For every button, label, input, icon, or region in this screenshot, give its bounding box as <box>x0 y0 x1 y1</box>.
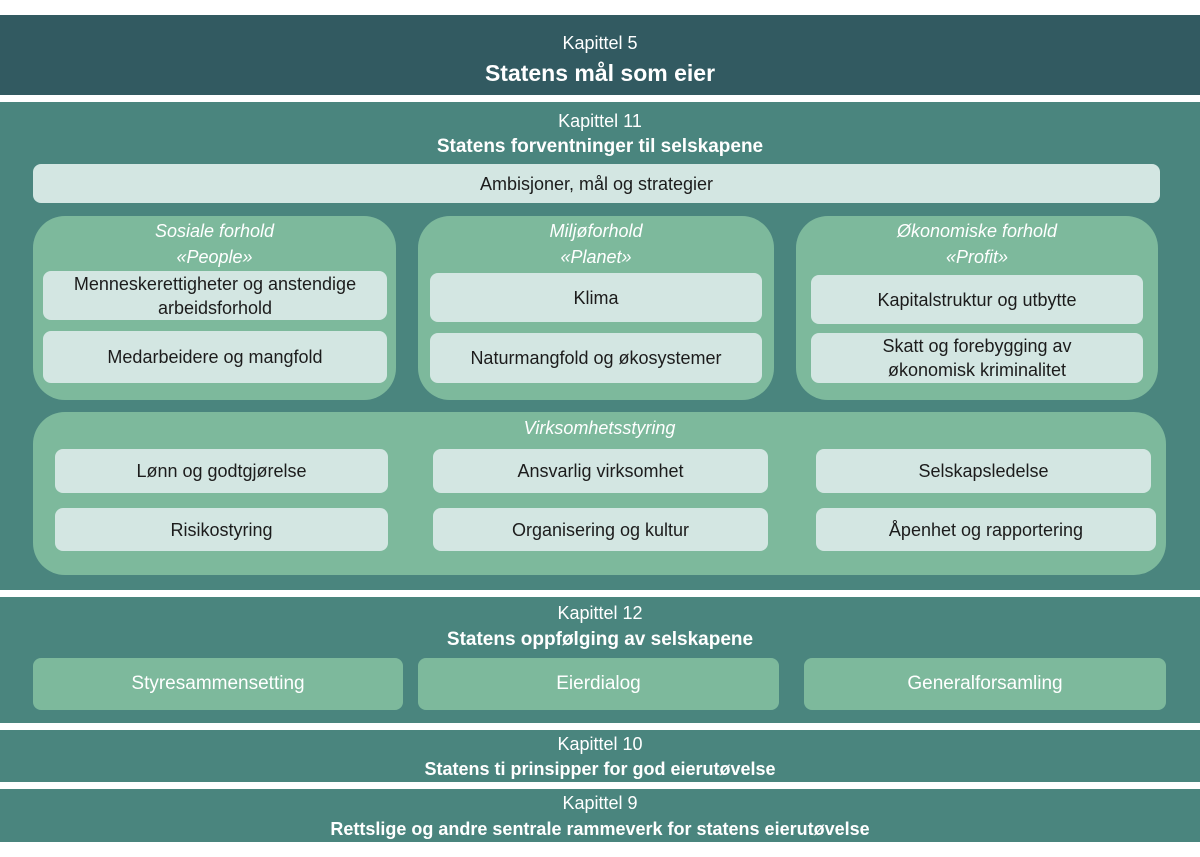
chapter-title: Statens ti prinsipper for god eierutøvel… <box>424 759 776 779</box>
group-title: Virksomhetsstyring <box>523 418 676 438</box>
chapter-9-band: Kapittel 9 Rettslige og andre sentrale r… <box>0 789 1200 842</box>
item-box: Ansvarlig virksomhet <box>433 449 768 493</box>
follow-up-box: Generalforsamling <box>804 658 1166 710</box>
chapter-12-band: Kapittel 12 Statens oppfølging av selska… <box>0 597 1200 723</box>
economic-group: Økonomiske forhold «Profit» Kapitalstruk… <box>796 216 1158 400</box>
item-box: Kapitalstruktur og utbytte <box>811 275 1143 324</box>
group-title: Miljøforhold <box>549 221 643 241</box>
chapter-label: Kapittel 10 <box>557 734 643 754</box>
item-box: Menneskerettigheter og anstendige arbeid… <box>43 271 387 320</box>
chapter-11-band: Kapittel 11 Statens forventninger til se… <box>0 102 1200 590</box>
environment-group: Miljøforhold «Planet» Klima Naturmangfol… <box>418 216 774 400</box>
item-box: Organisering og kultur <box>433 508 768 551</box>
item-box: Selskapsledelse <box>816 449 1151 493</box>
chapter-label: Kapittel 12 <box>557 603 643 623</box>
group-subtitle: «People» <box>176 247 253 267</box>
chapter-title: Statens oppfølging av selskapene <box>446 629 754 650</box>
item-box: Åpenhet og rapportering <box>816 508 1156 551</box>
follow-up-box: Eierdialog <box>418 658 779 710</box>
chapter-title: Statens forventninger til selskapene <box>436 136 764 157</box>
item-box: Lønn og godtgjørelse <box>55 449 388 493</box>
item-box: Skatt og forebygging av økonomisk krimin… <box>811 333 1143 383</box>
chapter-title: Rettslige og andre sentrale rammeverk fo… <box>330 819 870 839</box>
social-group: Sosiale forhold «People» Menneskerettigh… <box>33 216 396 400</box>
group-subtitle: «Planet» <box>560 247 632 267</box>
group-title: Sosiale forhold <box>154 221 275 241</box>
item-box: Naturmangfold og økosystemer <box>430 333 762 383</box>
chapter-label: Kapittel 11 <box>558 111 642 131</box>
group-title: Økonomiske forhold <box>896 221 1058 241</box>
chapter-5-band: Kapittel 5 Statens mål som eier <box>0 15 1200 95</box>
governance-group: Virksomhetsstyring Lønn og godtgjørelse … <box>33 412 1166 575</box>
item-box: Klima <box>430 273 762 322</box>
follow-up-box: Styresammensetting <box>33 658 403 710</box>
ambitions-box: Ambisjoner, mål og strategier <box>33 164 1160 203</box>
chapter-label: Kapittel 5 <box>562 33 638 53</box>
item-box: Risikostyring <box>55 508 388 551</box>
chapter-label: Kapittel 9 <box>562 793 638 813</box>
chapter-title: Statens mål som eier <box>484 60 716 86</box>
chapter-10-band: Kapittel 10 Statens ti prinsipper for go… <box>0 730 1200 782</box>
item-box: Medarbeidere og mangfold <box>43 331 387 383</box>
group-subtitle: «Profit» <box>945 247 1009 267</box>
